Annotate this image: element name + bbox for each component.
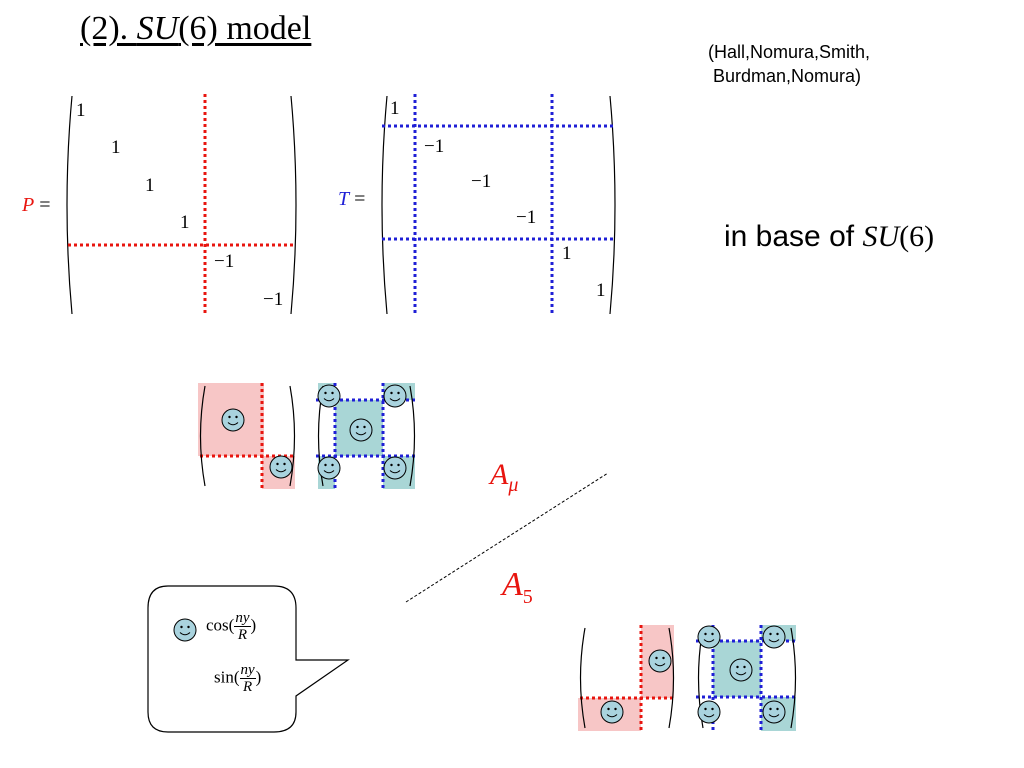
a-mu-base: A [490,458,509,491]
p-entry-3: 1 [145,175,155,196]
t-symbol: T [338,188,350,210]
p-equals: = [39,194,51,216]
p-symbol: P [22,194,35,216]
t-entry-3: −1 [471,171,492,192]
t-block-amu [316,383,416,489]
smiley-icon [600,700,624,724]
a-5-label: A5 [502,566,533,609]
base-note-group-arg: (6) [899,220,935,253]
sin-fn: sin( [214,667,240,687]
t-entry-6: 1 [596,280,606,301]
p-entry-6: −1 [263,289,284,310]
cos-close: ) [250,615,257,635]
t-entry-5: 1 [562,243,572,264]
p-entry-5: −1 [214,251,235,272]
a-mu-sub: μ [508,474,519,496]
t-entry-2: −1 [424,136,445,157]
a-5-base: A [502,566,523,603]
title-group: SU [136,10,179,47]
cos-denominator: R [237,627,247,643]
t-equals: = [354,188,366,210]
title-suffix: (6) model [178,10,312,47]
t-entry-1: 1 [390,98,400,119]
p-entry-1: 1 [76,100,86,121]
speech-bubble [147,585,350,733]
t-entry-4: −1 [516,207,537,228]
t-left-bracket [381,95,388,315]
a-5-sub: 5 [522,585,533,608]
base-note-text: in base of [724,220,863,253]
a-mu-label: Aμ [490,458,518,497]
smiley-icon [729,658,753,682]
p-matrix-label: P = [22,194,51,217]
smiley-icon [317,456,341,480]
sin-close: ) [255,667,262,687]
p-entry-4: 1 [180,212,190,233]
base-note: in base of SU(6) [724,220,934,254]
smiley-icon [317,384,341,408]
p-entry-2: 1 [111,137,121,158]
p-block-a5 [578,625,676,731]
smiley-icon [269,455,293,479]
smiley-icon [648,649,672,673]
cos-fn: cos( [206,615,235,635]
sin-numerator: ny [239,662,256,679]
p-right-bracket [290,95,297,315]
sin-denominator: R [243,679,253,695]
title-prefix: (2). [80,10,137,47]
base-note-group: SU [862,220,900,253]
smiley-icon [762,700,786,724]
slide-title: (2). SU(6) model [80,10,311,48]
smiley-icon [221,408,245,432]
smiley-icon [173,618,197,642]
t-right-bracket [609,95,616,315]
t-matrix-label: T = [338,188,365,211]
citation: (Hall,Nomura,Smith, Burdman,Nomura) [708,42,871,86]
p-left-bracket [66,95,73,315]
t-block-a5 [696,625,798,731]
smiley-icon [762,625,786,649]
p-block-amu [198,383,296,489]
smiley-icon [383,384,407,408]
smiley-icon [697,625,721,649]
cos-numerator: ny [234,610,251,627]
smiley-icon [697,700,721,724]
smiley-icon [349,418,373,442]
smiley-icon [383,456,407,480]
